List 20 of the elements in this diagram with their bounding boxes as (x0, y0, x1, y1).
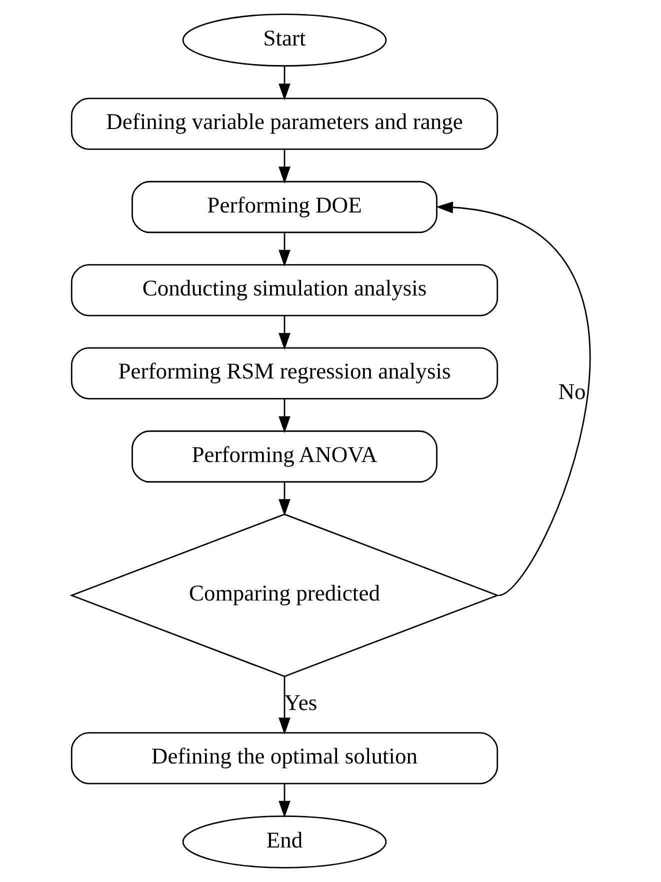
node-box: Performing RSM regression analysis (70, 347, 498, 400)
arrow (278, 66, 290, 101)
arrow (278, 784, 290, 818)
arrow (436, 201, 590, 596)
node-ellipse: Start (182, 14, 386, 67)
edge-label: No (558, 379, 586, 404)
node-diamond: Comparing predicted (69, 514, 499, 678)
arrow (278, 232, 290, 267)
arrow (278, 316, 290, 350)
arrow (278, 482, 290, 516)
node-box: Defining variable parameters and range (70, 98, 498, 150)
node-box: Performing ANOVA (131, 430, 437, 483)
node-box: Performing DOE (131, 180, 437, 234)
arrow (278, 398, 290, 434)
arrow (278, 676, 290, 735)
node-box: Conducting simulation analysis (70, 264, 498, 316)
node-ellipse: End (182, 815, 386, 868)
edge-label: Yes (284, 690, 317, 715)
arrow (278, 149, 290, 184)
node-box: Defining the optimal solution (70, 732, 498, 784)
